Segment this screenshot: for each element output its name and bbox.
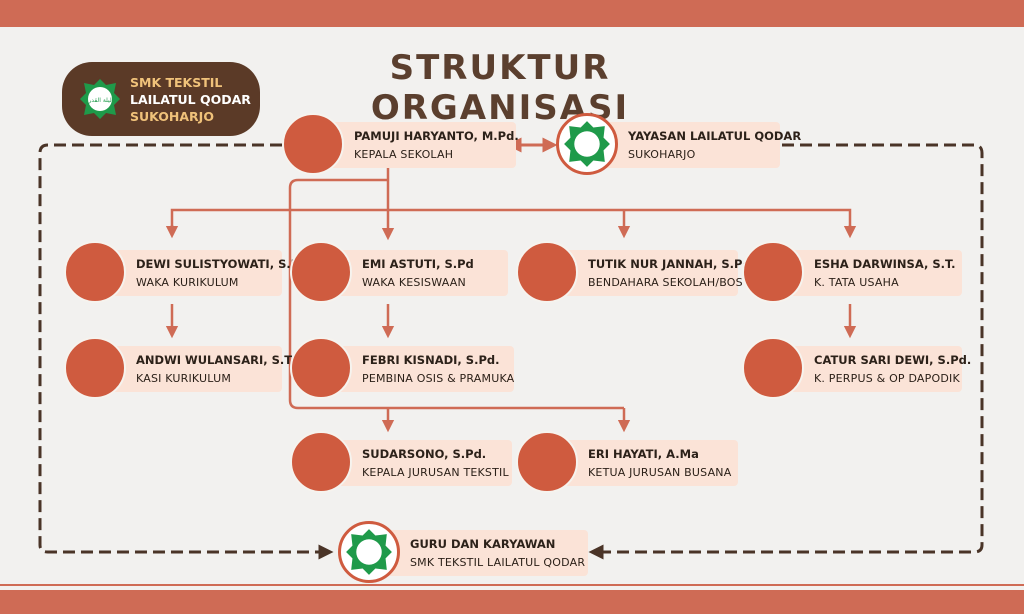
person-avatar	[290, 337, 352, 399]
node-tata-usaha: ESHA DARWINSA, S.T. K. TATA USAHA	[742, 241, 962, 303]
dashed-left-connector	[38, 143, 334, 560]
top-branch-bar	[170, 208, 852, 228]
person-avatar	[64, 241, 126, 303]
top-band	[0, 0, 1024, 27]
emblem-text: ليلة القدر	[87, 97, 111, 104]
node-kajur-tekstil: SUDARSONO, S.Pd. KEPALA JURUSAN TEKSTIL	[290, 431, 512, 493]
jurusan-branch	[288, 178, 624, 410]
node-role: KEPALA JURUSAN TEKSTIL	[362, 466, 509, 479]
person-avatar	[516, 241, 578, 303]
node-kajur-busana: ERI HAYATI, A.Ma KETUA JURUSAN BUSANA	[516, 431, 738, 493]
node-pembina-osis: FEBRI KISNADI, S.Pd. PEMBINA OSIS & PRAM…	[290, 337, 515, 399]
person-avatar	[282, 113, 344, 175]
person-avatar	[742, 241, 804, 303]
node-name: ERI HAYATI, A.Ma	[588, 447, 699, 461]
person-avatar	[64, 337, 126, 399]
yayasan-emblem-icon	[556, 113, 618, 175]
node-role: KEPALA SEKOLAH	[354, 148, 454, 161]
person-avatar	[742, 337, 804, 399]
node-bendahara: TUTIK NUR JANNAH, S.Pd.I BENDAHARA SEKOL…	[516, 241, 759, 303]
node-perpus-dapodik: CATUR SARI DEWI, S.Pd. K. PERPUS & OP DA…	[742, 337, 971, 399]
dashed-right-connector	[588, 143, 984, 560]
node-name: EMI ASTUTI, S.Pd	[362, 257, 474, 271]
node-name: TUTIK NUR JANNAH, S.Pd.I	[588, 257, 760, 271]
node-kasi-kurikulum: ANDWI WULANSARI, S.T. KASI KURIKULUM	[64, 337, 295, 399]
node-role: PEMBINA OSIS & PRAMUKA	[362, 372, 515, 385]
person-avatar	[516, 431, 578, 493]
node-role: WAKA KESISWAAN	[362, 276, 466, 289]
bottom-thin-line	[0, 584, 1024, 586]
node-kepala-sekolah: PAMUJI HARYANTO, M.Pd. KEPALA SEKOLAH	[282, 113, 519, 175]
school-emblem-icon: ليلة القدر	[80, 79, 120, 119]
bottom-band	[0, 590, 1024, 614]
node-name: ESHA DARWINSA, S.T.	[814, 257, 956, 271]
node-waka-kurikulum: DEWI SULISTYOWATI, S.Pd. WAKA KURIKULUM	[64, 241, 312, 303]
node-name: DEWI SULISTYOWATI, S.Pd.	[136, 257, 312, 271]
person-avatar	[290, 241, 352, 303]
node-role: K. TATA USAHA	[814, 276, 899, 289]
logo-line-1: SMK TEKSTIL	[130, 74, 223, 90]
node-yayasan: YAYASAN LAILATUL QODAR SUKOHARJO	[556, 113, 801, 175]
person-avatar	[290, 431, 352, 493]
node-name: ANDWI WULANSARI, S.T.	[136, 353, 295, 367]
node-role: KASI KURIKULUM	[136, 372, 232, 385]
logo-line-2: LAILATUL QODAR	[130, 91, 251, 107]
node-guru-karyawan: GURU DAN KARYAWAN SMK TEKSTIL LAILATUL Q…	[338, 521, 588, 583]
node-name: PAMUJI HARYANTO, M.Pd.	[354, 129, 519, 143]
node-name: FEBRI KISNADI, S.Pd.	[362, 353, 500, 367]
node-role: KETUA JURUSAN BUSANA	[588, 466, 732, 479]
school-logo: ليلة القدر SMK TEKSTIL LAILATUL QODAR SU…	[62, 62, 260, 136]
node-waka-kesiswaan: EMI ASTUTI, S.Pd WAKA KESISWAAN	[290, 241, 508, 303]
node-name: CATUR SARI DEWI, S.Pd.	[814, 353, 972, 367]
node-role: K. PERPUS & OP DAPODIK	[814, 372, 960, 385]
node-name: YAYASAN LAILATUL QODAR	[628, 129, 802, 143]
logo-line-3: SUKOHARJO	[130, 108, 214, 124]
node-role: BENDAHARA SEKOLAH/BOS	[588, 276, 743, 289]
school-emblem-icon	[338, 521, 400, 583]
node-role: SUKOHARJO	[628, 148, 696, 161]
node-role: SMK TEKSTIL LAILATUL QODAR	[410, 556, 586, 569]
node-name: SUDARSONO, S.Pd.	[362, 447, 487, 461]
node-role: WAKA KURIKULUM	[136, 276, 239, 289]
node-name: GURU DAN KARYAWAN	[410, 537, 556, 551]
